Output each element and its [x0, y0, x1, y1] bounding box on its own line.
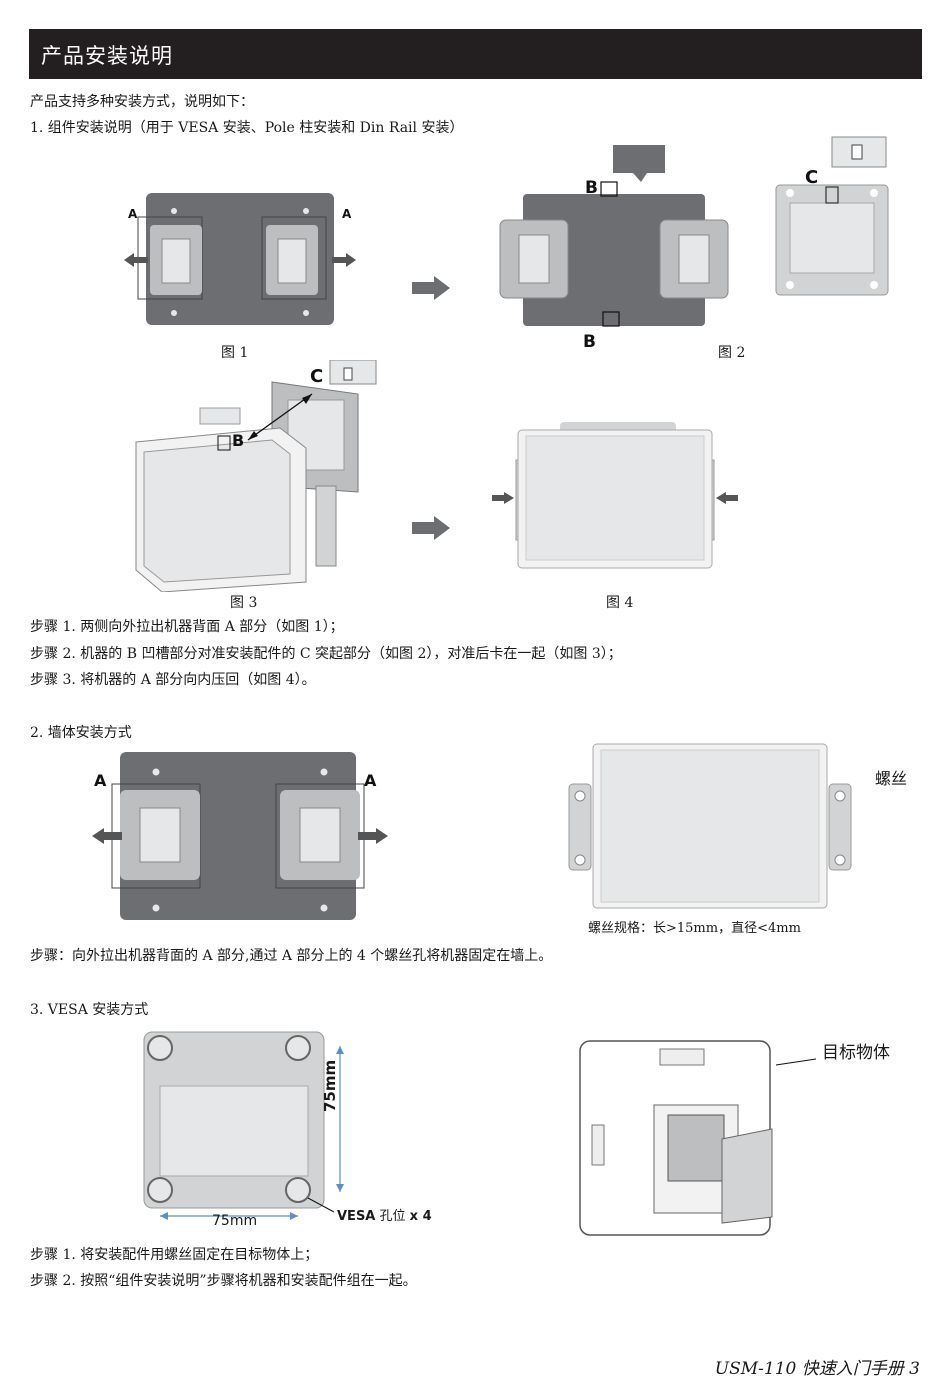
intro-text: 产品支持多种安装方式，说明如下：	[30, 94, 254, 110]
wall-label-a-left: A	[94, 771, 107, 790]
fig3-label-b: B	[232, 431, 244, 450]
figure-3-assembly: C B	[135, 360, 377, 592]
section2-step: 步骤：向外拉出机器背面的 A 部分,通过 A 部分上的 4 个螺丝孔将机器固定在…	[30, 948, 553, 964]
fig2-label-b-bottom: B	[583, 332, 596, 350]
arrow-right-icon	[412, 516, 450, 540]
section2-heading: 2. 墙体安装方式	[30, 725, 132, 741]
figure-2-mount-bracket: C	[775, 136, 889, 296]
page-footer: USM-110 快速入门手册 3	[714, 1359, 920, 1379]
vesa-dimension-vertical: 75mm	[321, 1059, 339, 1112]
fig3-label-c: C	[310, 366, 323, 387]
wall-mount-front	[568, 743, 852, 909]
figure-2-alignment: B B	[499, 145, 729, 350]
arrow-right-icon	[412, 276, 450, 300]
vesa-hole-note: VESA 孔位 x 4	[337, 1209, 432, 1224]
section1-step-1: 步骤 1. 两侧向外拉出机器背面 A 部分（如图 1）；	[30, 619, 344, 635]
wall-mount-back-panel: A A	[92, 752, 388, 920]
figure-3-caption: 图 3	[230, 595, 258, 611]
section3-step-1: 步骤 1. 将安装配件用螺丝固定在目标物体上；	[30, 1247, 319, 1263]
page-title: 产品安装说明	[41, 44, 173, 68]
page-header: 产品安装说明	[29, 29, 922, 79]
figure-4-caption: 图 4	[606, 595, 634, 611]
fig2-label-c: C	[805, 167, 818, 188]
screw-label: 螺丝	[875, 769, 908, 788]
figure-1-caption: 图 1	[221, 345, 249, 361]
wall-label-a-right: A	[364, 771, 377, 790]
figure-1-back-panel: A A	[124, 193, 356, 325]
section1-step-2: 步骤 2. 机器的 B 凹槽部分对准安装配件的 C 突起部分（如图 2），对准后…	[30, 646, 622, 662]
figure-4-locked	[492, 422, 738, 569]
screw-spec: 螺丝规格：长>15mm，直径<4mm	[588, 921, 801, 936]
section1-step-3: 步骤 3. 将机器的 A 部分向内压回（如图 4）。	[30, 672, 316, 688]
target-object-label: 目标物体	[822, 1043, 890, 1063]
figure-2-caption: 图 2	[718, 345, 746, 361]
section1-heading: 1. 组件安装说明（用于 VESA 安装、Pole 柱安装和 Din Rail …	[30, 120, 464, 136]
section3-heading: 3. VESA 安装方式	[30, 1002, 149, 1018]
fig2-label-b-top: B	[585, 178, 598, 198]
fig1-label-a-right: A	[342, 207, 352, 221]
section3-step-2: 步骤 2. 按照“组件安装说明”步骤将机器和安装配件组在一起。	[30, 1273, 417, 1289]
vesa-bracket-diagram	[143, 1031, 344, 1220]
vesa-dimension-horizontal: 75mm	[212, 1213, 258, 1229]
fig1-label-a-left: A	[128, 207, 138, 221]
vesa-target-object-diagram	[579, 1040, 817, 1236]
